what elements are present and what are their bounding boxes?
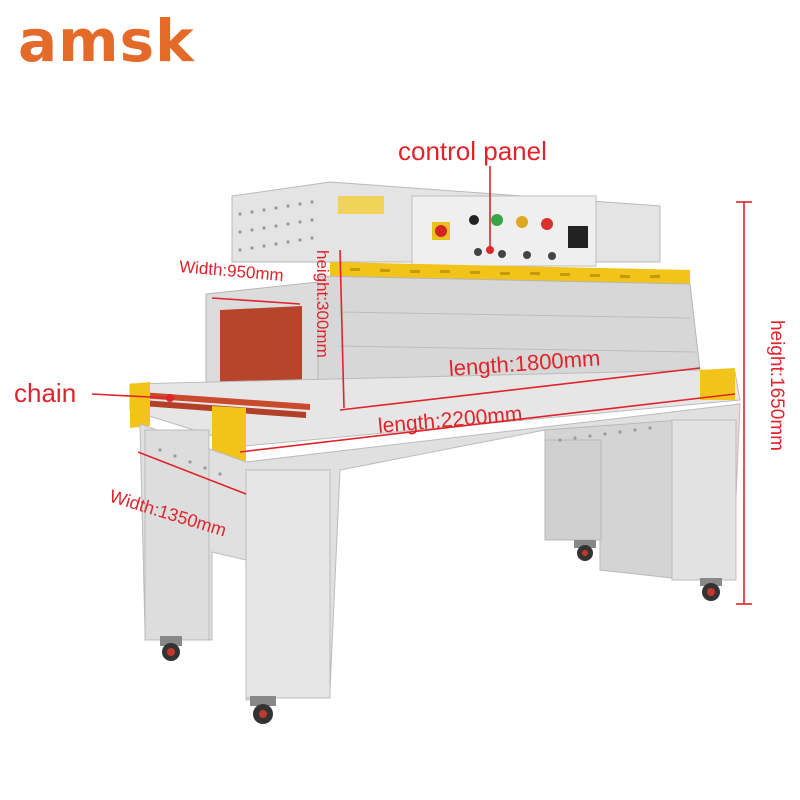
temperature-display <box>568 226 588 248</box>
caster-wheels <box>160 540 722 724</box>
yellow-button <box>516 216 528 228</box>
warning-sticker <box>338 196 384 214</box>
tunnel-door <box>220 306 302 398</box>
leg-front-right <box>245 469 331 699</box>
vent-holes <box>158 200 652 476</box>
yellow-guard-left <box>130 382 150 428</box>
height-1650-label: height:1650mm <box>766 320 787 451</box>
knob <box>469 215 479 225</box>
green-button <box>491 214 503 226</box>
yellow-guard-right <box>212 406 246 462</box>
leg-front-left <box>144 429 210 641</box>
leg-rear-left <box>544 439 602 541</box>
leg-rear-right <box>671 419 737 581</box>
brand-logo: amsk <box>18 7 195 75</box>
conveyor-rollers <box>140 392 310 410</box>
red-button <box>541 218 553 230</box>
dimension-lines <box>91 166 752 605</box>
chain-label: chain <box>14 378 77 408</box>
control-panel-label: control panel <box>398 136 547 166</box>
height-300-label: height:300mm <box>313 250 332 358</box>
